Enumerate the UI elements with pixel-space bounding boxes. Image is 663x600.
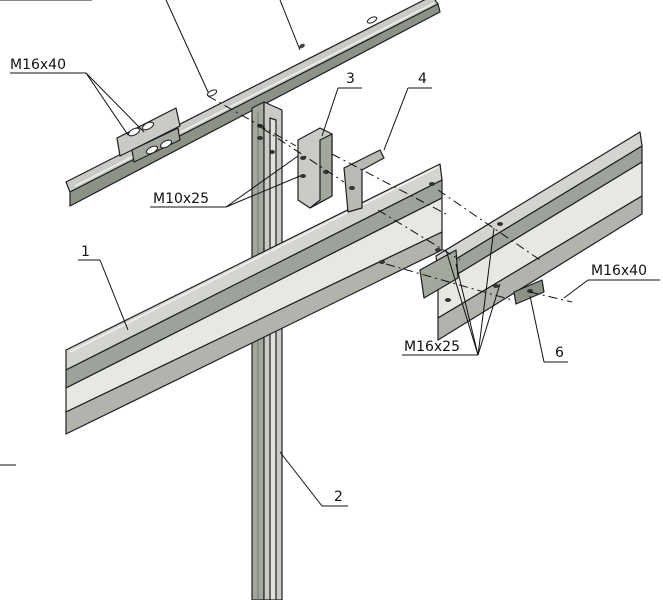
end-clamp [419, 248, 459, 299]
callout-part-1: 1 [81, 244, 90, 260]
callout-m16x40-left: M16x40 [10, 57, 66, 73]
callout-m16x40-right: M16x40 [591, 263, 647, 279]
bracket-part-3 [297, 127, 333, 209]
right-beam-segment [435, 131, 643, 341]
vertical-post [251, 101, 283, 600]
callout-part-6: 6 [555, 345, 564, 361]
main-beam [65, 163, 443, 435]
washer-plate-part-6 [513, 279, 545, 305]
callout-part-2: 2 [334, 489, 343, 505]
callout-m10x25: M10x25 [153, 191, 209, 207]
callout-part-4: 4 [418, 71, 427, 87]
leader-lines [0, 0, 660, 507]
left-backing-plate [116, 107, 181, 163]
callout-part-3: 3 [346, 71, 355, 87]
callout-m16x25: M16x25 [404, 339, 460, 355]
